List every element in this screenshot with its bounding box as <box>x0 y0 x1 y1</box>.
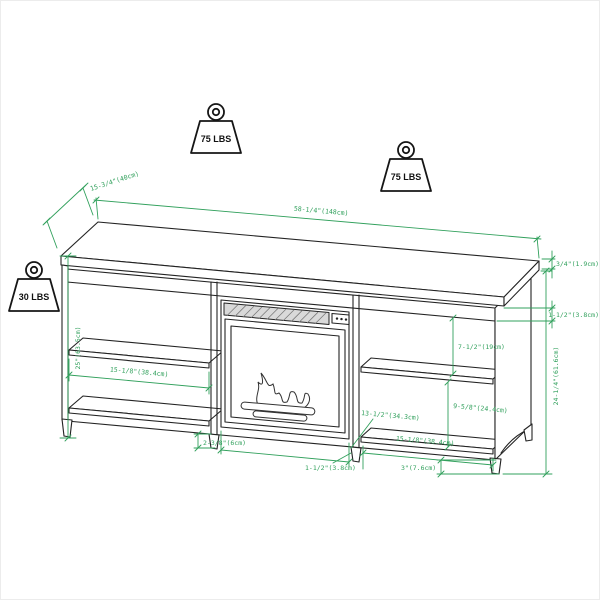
control-button-icon <box>340 317 343 321</box>
under-top-rail <box>66 281 496 322</box>
legs <box>61 418 533 475</box>
weight-ring-hole-icon <box>29 265 39 275</box>
right-shelves <box>360 357 504 455</box>
dim-label-center-divider: 1-1/2"(3.8cm) <box>305 464 356 472</box>
dim-label-total-height: 25"(63.5cm) <box>74 326 82 369</box>
flame-icon <box>256 372 311 414</box>
dim-label-right-opening: 7-1/2"(19cm) <box>458 343 505 351</box>
dim-label-body-height: 24-1/4"(61.6cm) <box>552 347 560 406</box>
dim-line-top-width <box>93 197 542 259</box>
weight-badge-top-right: 75 LBS <box>380 141 432 192</box>
left-bottom-shelf-edge <box>68 407 210 427</box>
fireplace-insert <box>220 299 350 440</box>
control-button-icon <box>344 318 348 321</box>
vent-grill <box>223 302 330 325</box>
weight-capacity-badges: 75 LBS 75 LBS 30 LBS <box>8 103 432 312</box>
dim-label-top-thickness: 3/4"(1.9cm) <box>556 260 599 268</box>
right-divider-leg <box>350 446 362 463</box>
right-bottom-shelf-edge <box>360 436 494 455</box>
dim-label-top-depth: 15-3/4"(40cm) <box>89 170 140 193</box>
weight-body-icon <box>8 278 60 312</box>
dim-label-right-leg: 3"(7.6cm) <box>401 464 436 472</box>
back-right-leg <box>523 423 533 442</box>
dim-leader-center-divider <box>332 452 352 464</box>
dim-line-left-shelf-width <box>68 358 210 395</box>
left-divider-leg <box>208 433 220 450</box>
control-panel <box>331 312 350 326</box>
weight-ring-hole-icon <box>401 145 411 155</box>
furniture-drawing <box>60 221 540 475</box>
weight-badge-top-left: 75 LBS <box>190 103 242 154</box>
weight-label: 75 LBS <box>201 134 232 144</box>
weight-body-icon <box>190 120 242 154</box>
dimension-annotations: 15-3/4"(40cm) 58-1/4"(148cm) 3/4"(1.9cm)… <box>42 170 599 478</box>
dimension-ticks <box>43 184 556 478</box>
control-button-icon <box>335 317 339 320</box>
section-dividers <box>210 281 360 449</box>
dim-label-top-width: 58-1/4"(148cm) <box>294 205 349 218</box>
dim-line-top-thickness <box>541 250 556 279</box>
top-panel <box>60 221 540 307</box>
top-right-edge <box>503 260 540 307</box>
vent-grill-mesh <box>226 304 327 325</box>
dim-label-left-leg: 2-3/8"(6cm) <box>203 439 246 447</box>
weight-badge-side-left: 30 LBS <box>8 261 60 312</box>
right-mid-shelf-edge <box>360 366 494 385</box>
logs-icon <box>240 401 316 422</box>
weight-body-icon <box>380 158 432 192</box>
front-left-leg <box>61 418 73 438</box>
left-panel-edge <box>61 264 69 422</box>
dim-label-apron-height: 1-1/2"(3.8cm) <box>548 311 599 319</box>
glass-door <box>224 318 346 434</box>
weight-label: 75 LBS <box>391 172 422 182</box>
dim-line-right-leg <box>436 459 500 475</box>
left-mid-shelf-edge <box>68 349 210 369</box>
dim-line-apron-height <box>496 300 556 329</box>
weight-label: 30 LBS <box>19 292 50 302</box>
weight-ring-hole-icon <box>211 107 221 117</box>
